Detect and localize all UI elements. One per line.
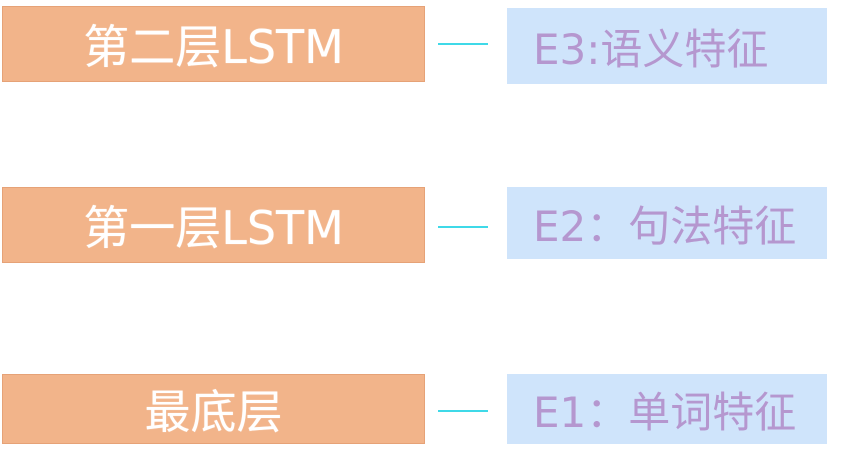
layer-row-e2: 第一层LSTM E2：句法特征	[0, 187, 850, 265]
connector-line	[438, 410, 488, 412]
layer-label: 最底层	[144, 385, 283, 439]
layer-box-first-lstm: 第一层LSTM	[2, 187, 425, 263]
connector-line	[438, 226, 488, 228]
layer-box-bottom: 最底层	[2, 374, 425, 444]
connector-line	[438, 43, 488, 45]
layer-label: 第一层LSTM	[83, 201, 344, 255]
feature-label: E3:语义特征	[533, 24, 769, 74]
feature-label: E1：单词特征	[533, 387, 797, 437]
feature-label: E2：句法特征	[533, 201, 797, 251]
layer-box-second-lstm: 第二层LSTM	[2, 6, 425, 82]
feature-box-e1: E1：单词特征	[507, 374, 827, 444]
layer-row-e1: 最底层 E1：单词特征	[0, 374, 850, 452]
feature-box-e3: E3:语义特征	[507, 8, 827, 84]
feature-box-e2: E2：句法特征	[507, 187, 827, 259]
layer-label: 第二层LSTM	[83, 20, 344, 74]
layer-row-e3: 第二层LSTM E3:语义特征	[0, 6, 850, 84]
